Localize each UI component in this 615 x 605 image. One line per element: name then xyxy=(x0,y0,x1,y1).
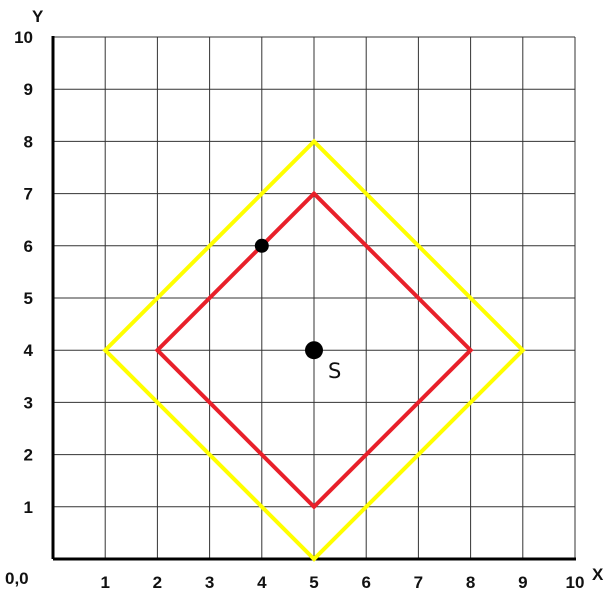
point-label-s: S xyxy=(328,359,341,383)
y-tick-label: 10 xyxy=(14,28,33,47)
y-tick-label: 1 xyxy=(24,498,33,517)
y-tick-label: 9 xyxy=(24,80,33,99)
square-shape-1 xyxy=(102,138,526,562)
origin-label: 0,0 xyxy=(5,569,29,588)
y-tick-label: 7 xyxy=(24,185,33,204)
x-tick-label: 7 xyxy=(414,573,423,592)
x-tick-label: 10 xyxy=(566,573,585,592)
x-tick-label: 9 xyxy=(518,573,527,592)
tick-labels: 1 2 3 4 5 6 7 8 9 10 1 2 3 4 5 6 7 8 9 10 xyxy=(14,28,584,592)
x-tick-label: 5 xyxy=(309,573,318,592)
y-tick-label: 6 xyxy=(24,237,33,256)
x-tick-label: 2 xyxy=(153,573,162,592)
x-tick-label: 4 xyxy=(257,573,267,592)
y-tick-label: 3 xyxy=(24,393,33,412)
point-marker xyxy=(254,238,269,253)
y-tick-label: 5 xyxy=(24,289,33,308)
x-tick-label: 3 xyxy=(205,573,214,592)
point-s xyxy=(305,341,323,360)
x-tick-label: 6 xyxy=(361,573,370,592)
x-axis-label: X xyxy=(592,565,604,584)
y-tick-label: 2 xyxy=(24,446,33,465)
x-tick-label: 1 xyxy=(100,573,109,592)
points: S xyxy=(254,238,341,383)
y-tick-label: 8 xyxy=(24,132,33,151)
y-axis-label: Y xyxy=(32,7,44,26)
grid-lines xyxy=(53,36,576,559)
x-tick-label: 8 xyxy=(466,573,475,592)
square-shape-2 xyxy=(154,190,474,510)
shapes xyxy=(102,138,526,562)
y-tick-label: 4 xyxy=(24,341,34,360)
